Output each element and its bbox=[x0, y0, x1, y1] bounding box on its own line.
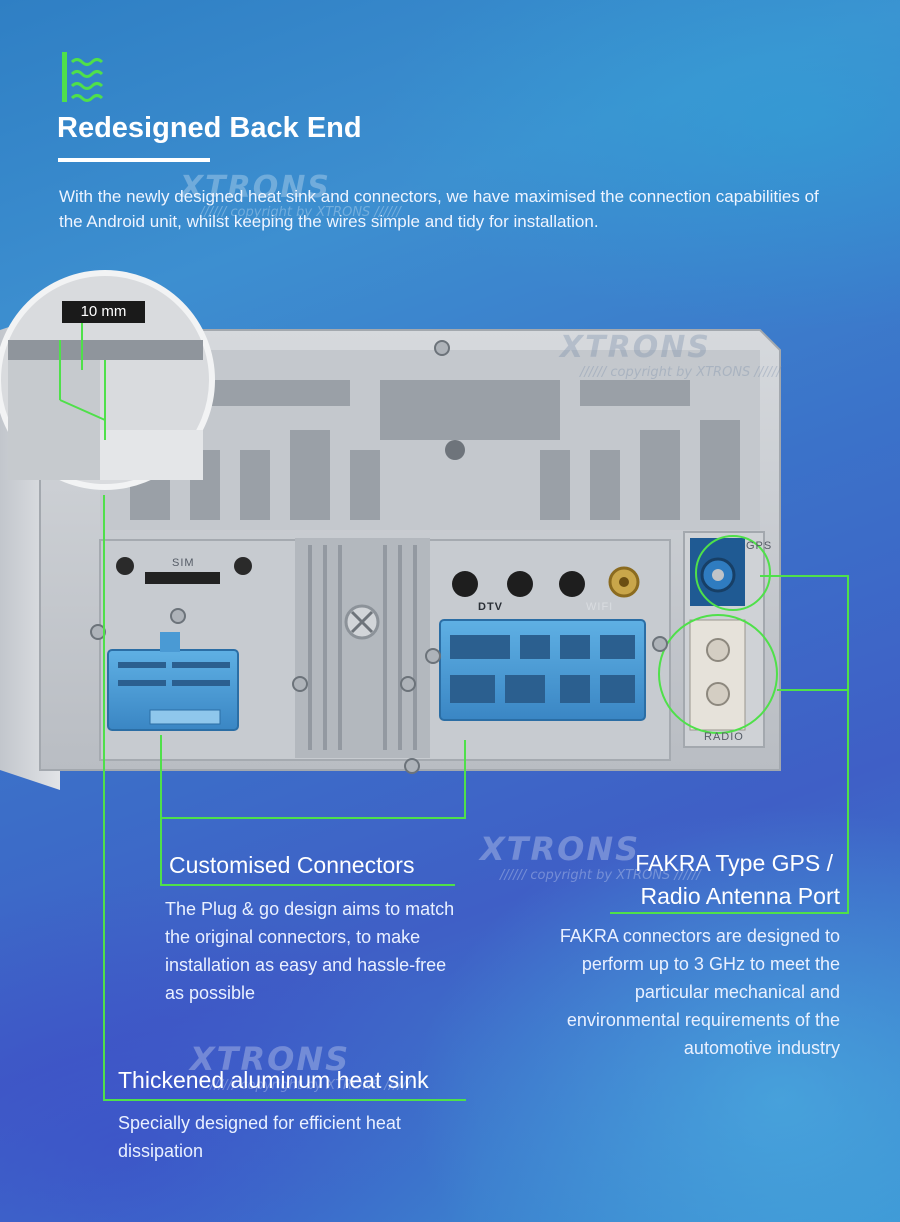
intro-text: With the newly designed heat sink and co… bbox=[59, 187, 819, 231]
watermark: XTRONS////// copyright by XTRONS ////// bbox=[180, 170, 401, 220]
callout-connectors-body: The Plug & go design aims to match the o… bbox=[165, 899, 455, 1003]
port-label-radio: RADIO bbox=[704, 731, 744, 743]
callout-heatsink-title: Thickened aluminum heat sink bbox=[118, 1067, 429, 1093]
page-title: Redesigned Back End bbox=[57, 112, 362, 144]
watermark: XTRONS////// copyright by XTRONS ////// bbox=[480, 830, 701, 883]
scale-label: 10 mm bbox=[62, 301, 145, 323]
device-rear-panel bbox=[0, 270, 781, 790]
port-label-wifi: WIFI bbox=[586, 601, 614, 613]
port-label-sim: SIM bbox=[172, 557, 195, 569]
callout-heatsink-body: Specially designed for efficient heat di… bbox=[118, 1113, 401, 1161]
callout-fakra-title-line1: FAKRA Type GPS / bbox=[635, 850, 833, 876]
port-label-dtv: DTV bbox=[478, 601, 503, 613]
watermark: XTRONS////// copyright by XTRONS ////// bbox=[560, 330, 781, 380]
title-underline bbox=[58, 158, 210, 162]
callout-fakra-title-line2: Radio Antenna Port bbox=[640, 883, 840, 909]
watermark: XTRONS////// copyright by XTRONS ////// bbox=[190, 1040, 411, 1093]
heat-wave-icon bbox=[62, 52, 104, 102]
callout-fakra-body: FAKRA connectors are designed to perform… bbox=[559, 926, 840, 1058]
port-label-gps: GPS bbox=[746, 540, 773, 552]
callout-connectors-title: Customised Connectors bbox=[169, 852, 415, 878]
